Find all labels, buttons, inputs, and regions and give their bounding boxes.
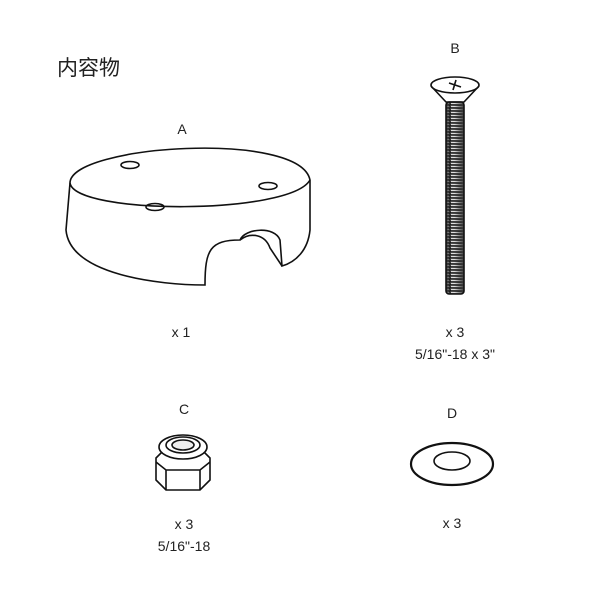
- page-title: 内容物: [57, 56, 120, 80]
- part-c-quantity: x 3: [174, 516, 194, 532]
- part-a-label: A: [177, 121, 187, 137]
- part-c-spec: 5/16"-18: [157, 538, 211, 554]
- part-a-quantity: x 1: [171, 324, 191, 340]
- part-c-nut-illustration: [155, 434, 211, 491]
- part-a-base-illustration: [65, 147, 311, 286]
- part-d-label: D: [446, 405, 458, 421]
- part-d-washer-illustration: [409, 441, 495, 487]
- part-d-quantity: x 3: [442, 515, 462, 531]
- part-b-spec: 5/16"-18 x 3": [415, 346, 495, 362]
- part-b-screw-illustration: [430, 76, 480, 295]
- part-b-label: B: [450, 40, 460, 56]
- part-c-label: C: [178, 401, 190, 417]
- part-b-quantity: x 3: [445, 324, 465, 340]
